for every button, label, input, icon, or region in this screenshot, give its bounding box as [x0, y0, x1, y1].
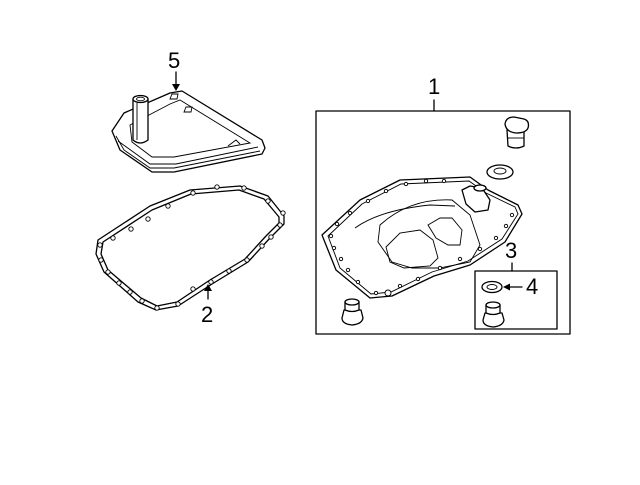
callout-4-leader	[503, 283, 523, 291]
drain-plug-seal-washer-part[interactable]	[481, 280, 503, 294]
gasket-bolt-holes	[97, 184, 286, 311]
lower-plug-part[interactable]	[341, 298, 364, 326]
fill-plug-part[interactable]	[504, 116, 530, 149]
drain-plug-part[interactable]	[482, 301, 505, 328]
pan-assembly-box	[315, 99, 571, 335]
callout-3: 3	[505, 238, 518, 263]
callout-5: 5	[168, 48, 181, 73]
filter-part[interactable]	[111, 90, 266, 173]
callout-5-leader	[172, 71, 180, 91]
fill-plug-washer-part[interactable]	[486, 164, 514, 180]
callout-2: 2	[201, 302, 214, 327]
callout-1: 1	[428, 74, 441, 99]
oil-pan-part[interactable]	[321, 176, 523, 299]
callout-2-leader	[204, 284, 212, 300]
drain-plug-kit-box	[474, 262, 558, 330]
gasket-part[interactable]	[95, 184, 286, 311]
pan-bolt-holes	[328, 178, 515, 296]
callout-4: 4	[526, 274, 539, 299]
